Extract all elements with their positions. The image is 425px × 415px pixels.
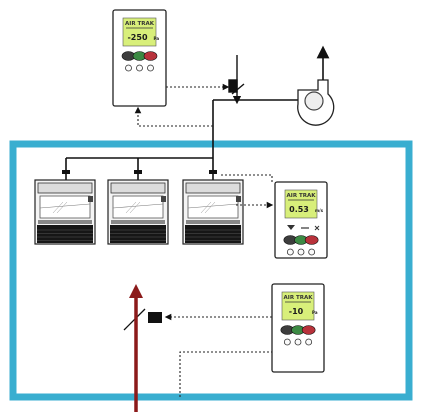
control-signal-lines xyxy=(134,83,274,397)
down-button[interactable] xyxy=(286,248,294,256)
fume-hood-group xyxy=(34,179,244,245)
lcd-screen xyxy=(281,291,315,321)
lcd-header: AIR TRAK xyxy=(287,193,317,199)
down-button[interactable] xyxy=(125,64,132,72)
lcd-unit: m/s xyxy=(315,208,324,213)
fume-hood-icon xyxy=(182,179,244,245)
fume-hood-icon xyxy=(107,179,169,245)
up-button[interactable] xyxy=(305,338,313,346)
room-controller[interactable]: AIR TRAK -10 Pa xyxy=(271,283,325,373)
alarm-button[interactable] xyxy=(301,325,316,335)
exhaust-fan-icon xyxy=(297,45,335,126)
supply-damper-icon xyxy=(123,308,162,331)
alarm-button[interactable] xyxy=(304,235,319,245)
lcd-unit: Pa xyxy=(154,36,160,41)
hood-controller[interactable]: AIR TRAK 0.53 m/s xyxy=(274,181,328,259)
lcd-header: AIR TRAK xyxy=(125,21,155,27)
supply-air-arrow-icon xyxy=(129,284,143,412)
alarm-button[interactable] xyxy=(143,51,158,61)
exhaust-controller[interactable]: AIR TRAK -250 Pa xyxy=(112,9,167,107)
lcd-screen xyxy=(122,17,157,47)
fume-hood-icon xyxy=(34,179,96,245)
lcd-unit: Pa xyxy=(312,310,318,315)
bypass-damper-icon xyxy=(228,55,245,105)
room-boundary xyxy=(9,140,413,401)
lcd-header: AIR TRAK xyxy=(284,295,314,301)
select-button[interactable] xyxy=(136,64,143,72)
hood-damper-icon xyxy=(62,170,217,174)
lcd-reading: -250 xyxy=(127,33,147,42)
down-button[interactable] xyxy=(283,338,291,346)
exhaust-ductwork xyxy=(65,99,298,180)
alarm-symbols xyxy=(287,225,320,231)
lcd-reading: -10 xyxy=(289,307,304,316)
select-button[interactable] xyxy=(297,248,305,256)
select-button[interactable] xyxy=(294,338,302,346)
lcd-screen xyxy=(284,189,318,219)
up-button[interactable] xyxy=(147,64,154,72)
lcd-reading: 0.53 xyxy=(289,205,309,214)
up-button[interactable] xyxy=(308,248,316,256)
